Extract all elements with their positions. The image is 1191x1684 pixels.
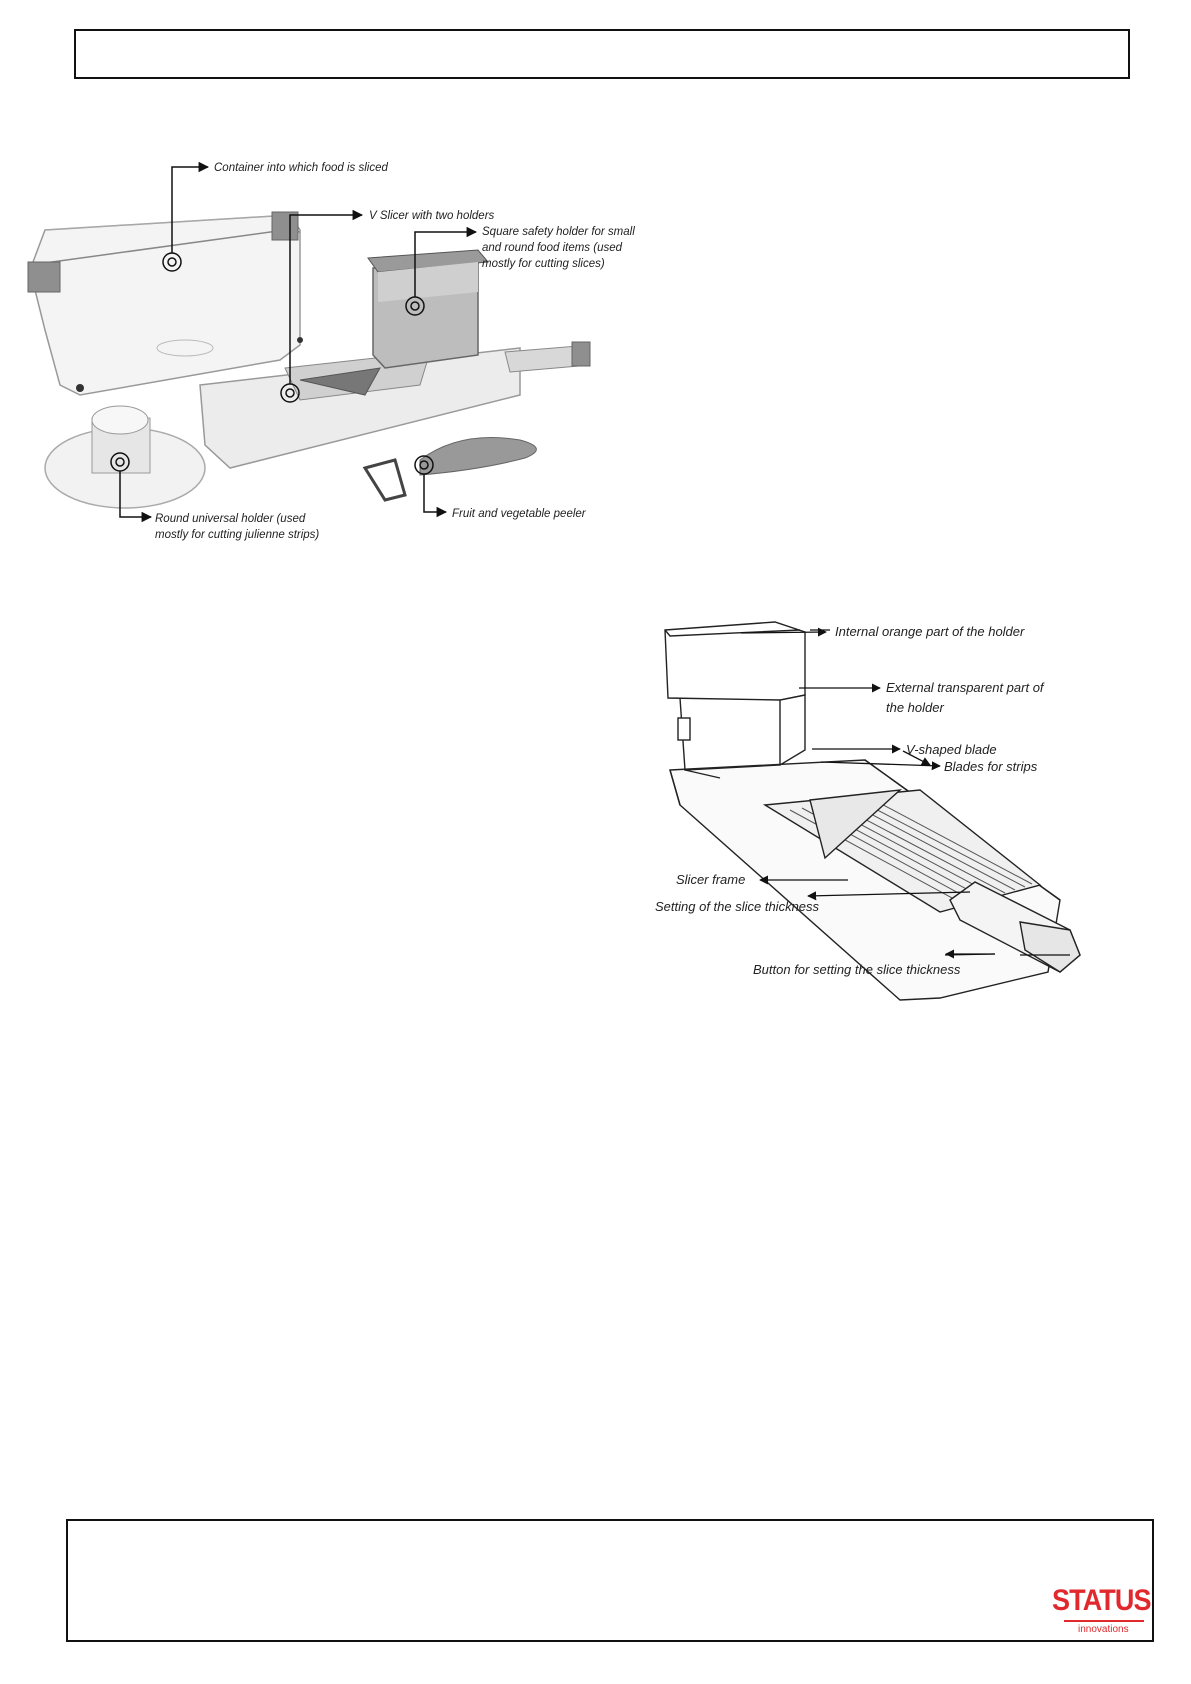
label-external-part-2: the holder [886, 700, 944, 715]
label-setting: Setting of the slice thickness [655, 899, 820, 914]
label-button: Button for setting the slice thickness [753, 962, 961, 977]
status-logo: STATUS innovations [1048, 1584, 1151, 1636]
label-blades-strips: Blades for strips [944, 759, 1038, 774]
label-external-part-1: External transparent part of [886, 680, 1045, 695]
label-round-holder-1: Round universal holder (used [155, 513, 306, 525]
peeler-illustration [362, 437, 537, 502]
label-v-slicer: V Slicer with two holders [369, 210, 495, 222]
label-peeler: Fruit and vegetable peeler [452, 508, 587, 520]
v-slicer-illustration [199, 341, 591, 469]
label-square-holder-1: Square safety holder for small [482, 226, 635, 238]
header-box [74, 29, 1130, 79]
label-v-blade: V-shaped blade [906, 742, 997, 757]
logo-wordmark: STATUS [1052, 1584, 1151, 1617]
label-round-holder-2: mostly for cutting julienne strips) [155, 529, 319, 541]
slicer-leader-lines [740, 627, 1070, 959]
logo-tagline: innovations [1078, 1624, 1129, 1635]
label-square-holder-2: and round food items (used [482, 242, 623, 254]
slicer-drawing [664, 621, 1081, 1001]
label-square-holder-3: mostly for cutting slices) [482, 258, 605, 270]
container-illustration [27, 211, 303, 396]
label-internal-part: Internal orange part of the holder [835, 624, 1025, 639]
footer-box [66, 1519, 1154, 1642]
label-container: Container into which food is sliced [214, 162, 388, 174]
square-holder-illustration [367, 249, 489, 369]
logo-underline [1064, 1620, 1144, 1622]
label-slicer-frame: Slicer frame [676, 872, 745, 887]
slicer-parts-figure: Internal orange part of the holder Exter… [655, 621, 1081, 1001]
leader-lines [119, 161, 478, 523]
product-set-figure: Container into which food is sliced V Sl… [27, 161, 635, 541]
round-holder-illustration [44, 405, 206, 509]
